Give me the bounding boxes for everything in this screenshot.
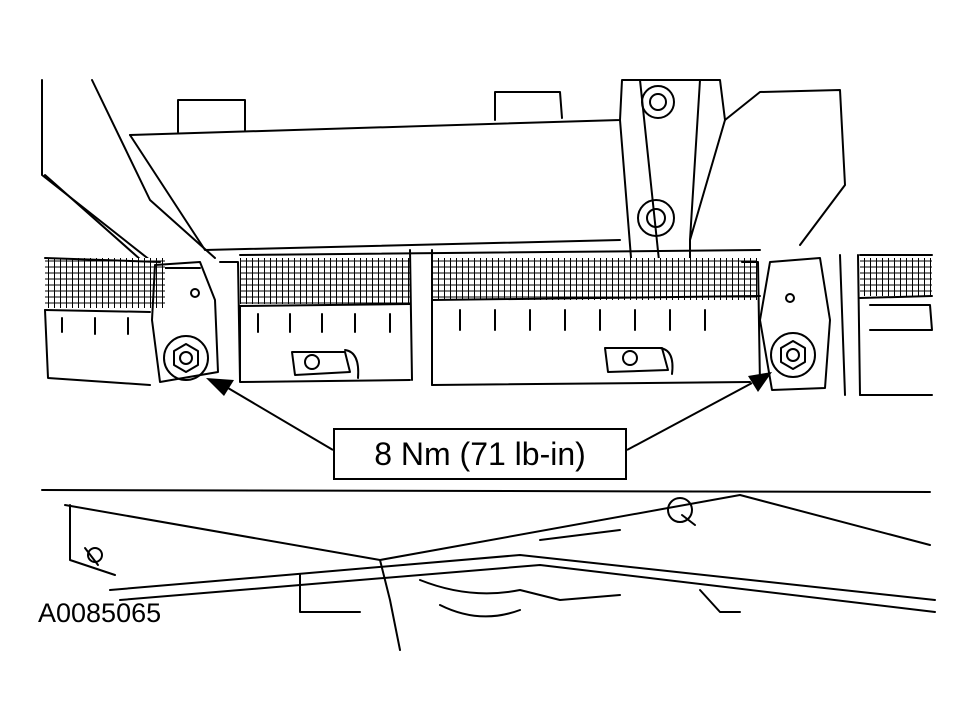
left-bolt xyxy=(163,335,209,381)
bracket-stud-lower xyxy=(637,199,675,237)
bracket-stud-upper xyxy=(641,85,675,119)
torque-callout: 8 Nm (71 lb-in) xyxy=(333,428,627,480)
lower-frame xyxy=(41,489,936,651)
left-mount-bracket xyxy=(151,261,241,383)
clip-left xyxy=(291,349,360,379)
right-bolt xyxy=(770,332,816,378)
left-frame-member xyxy=(41,79,216,269)
arrow-icon xyxy=(206,372,772,451)
tank-separators xyxy=(409,249,861,396)
clip-right xyxy=(604,347,674,375)
figure-id: A0085065 xyxy=(38,598,162,628)
right-mount-bracket xyxy=(741,257,831,391)
upper-housing xyxy=(129,79,846,271)
cooler-core xyxy=(44,249,933,313)
lower-tank xyxy=(44,304,933,396)
frame-fastener xyxy=(84,497,696,566)
